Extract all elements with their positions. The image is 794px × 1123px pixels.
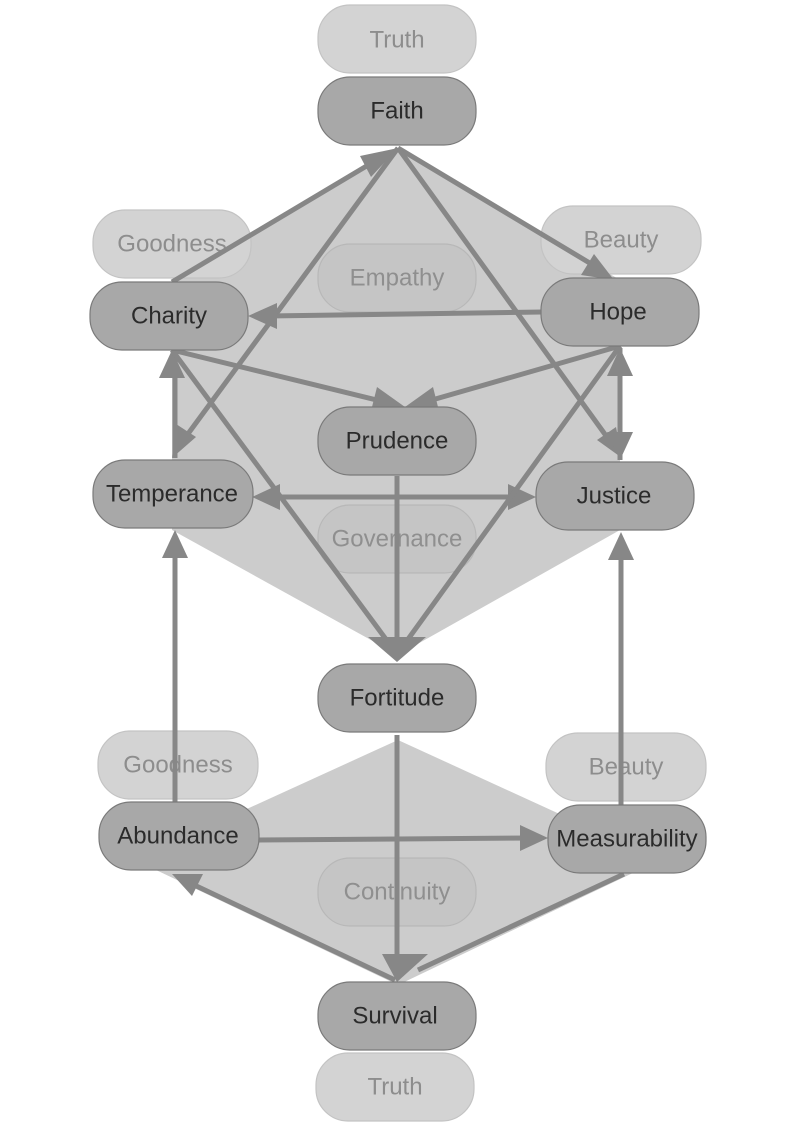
edge-hope-charity [267, 309, 543, 319]
node-prudence[interactable]: Prudence [317, 406, 477, 476]
arrowhead-justice-from-measurability [608, 532, 634, 560]
svg-text:Prudence: Prudence [346, 428, 449, 455]
edge-faith-justice [395, 146, 615, 446]
svg-text:Survival: Survival [352, 1003, 437, 1030]
edge-abundance-measurability [257, 835, 531, 843]
arrowhead-faith-from-charity [360, 148, 398, 177]
svg-text:Abundance: Abundance [117, 823, 238, 850]
edge-measurability-survival [416, 871, 626, 973]
arrowhead-prudence-from-charity [371, 387, 405, 411]
beauty-label-bottom: Beauty [545, 732, 707, 802]
goodness-label-bottom: Goodness [97, 730, 259, 800]
svg-text:Justice: Justice [577, 483, 652, 510]
svg-text:Temperance: Temperance [106, 481, 238, 508]
node-justice[interactable]: Justice [535, 461, 695, 531]
svg-text:Truth: Truth [367, 1074, 422, 1101]
edges [159, 145, 634, 983]
arrowhead-charity-from-hope [248, 303, 277, 329]
arrowhead-prudence-from-hope [405, 387, 439, 411]
svg-text:Beauty: Beauty [589, 754, 664, 781]
node-measurability[interactable]: Measurability [547, 804, 707, 874]
arrowhead-charity-from-temperance [159, 350, 185, 378]
beauty-label-top: Beauty [540, 205, 702, 275]
arrowhead-temperance-from-faith [172, 424, 196, 458]
edge-hope-fortitude [403, 344, 623, 644]
node-fortitude[interactable]: Fortitude [317, 663, 477, 733]
svg-text:Fortitude: Fortitude [350, 685, 445, 712]
edge-faith-hope [396, 145, 600, 271]
svg-text:Faith: Faith [370, 98, 423, 125]
arrowhead-justice-from-hope [607, 432, 633, 460]
arrowhead-hope-from-faith [581, 254, 614, 280]
svg-text:Goodness: Goodness [117, 231, 226, 258]
svg-text:Beauty: Beauty [584, 227, 659, 254]
node-temperance[interactable]: Temperance [92, 459, 254, 529]
svg-text:Measurability: Measurability [556, 826, 697, 853]
arrowhead-fortitude [368, 637, 426, 662]
truth-label-top: Truth [317, 4, 477, 74]
svg-text:Truth: Truth [369, 27, 424, 54]
node-abundance[interactable]: Abundance [98, 801, 260, 871]
svg-text:Goodness: Goodness [123, 752, 232, 779]
node-survival[interactable]: Survival [317, 981, 477, 1051]
arrowhead-survival [382, 954, 428, 982]
svg-text:Hope: Hope [589, 299, 646, 326]
edge-charity-fortitude [169, 348, 391, 644]
svg-text:Charity: Charity [131, 303, 207, 330]
edge-faith-temperance [179, 146, 401, 444]
arrowhead-abundance-from-survival [172, 874, 203, 896]
empathy-label: Empathy [317, 243, 477, 313]
node-faith[interactable]: Faith [317, 76, 477, 146]
edge-hope-prudence [424, 343, 621, 405]
arrowhead-hope-from-justice [607, 348, 633, 376]
goodness-label-top: Goodness [92, 209, 252, 279]
truth-label-bottom: Truth [315, 1052, 475, 1122]
node-charity[interactable]: Charity [89, 281, 249, 351]
arrowhead-measurability-from-abundance [520, 825, 548, 851]
edge-survival-abundance [188, 880, 397, 983]
node-hope[interactable]: Hope [540, 277, 700, 347]
arrowhead-temperance-from-abundance [162, 530, 188, 558]
edge-charity-faith [170, 155, 382, 285]
svg-text:Empathy: Empathy [350, 265, 445, 292]
edge-charity-prudence [171, 347, 386, 405]
